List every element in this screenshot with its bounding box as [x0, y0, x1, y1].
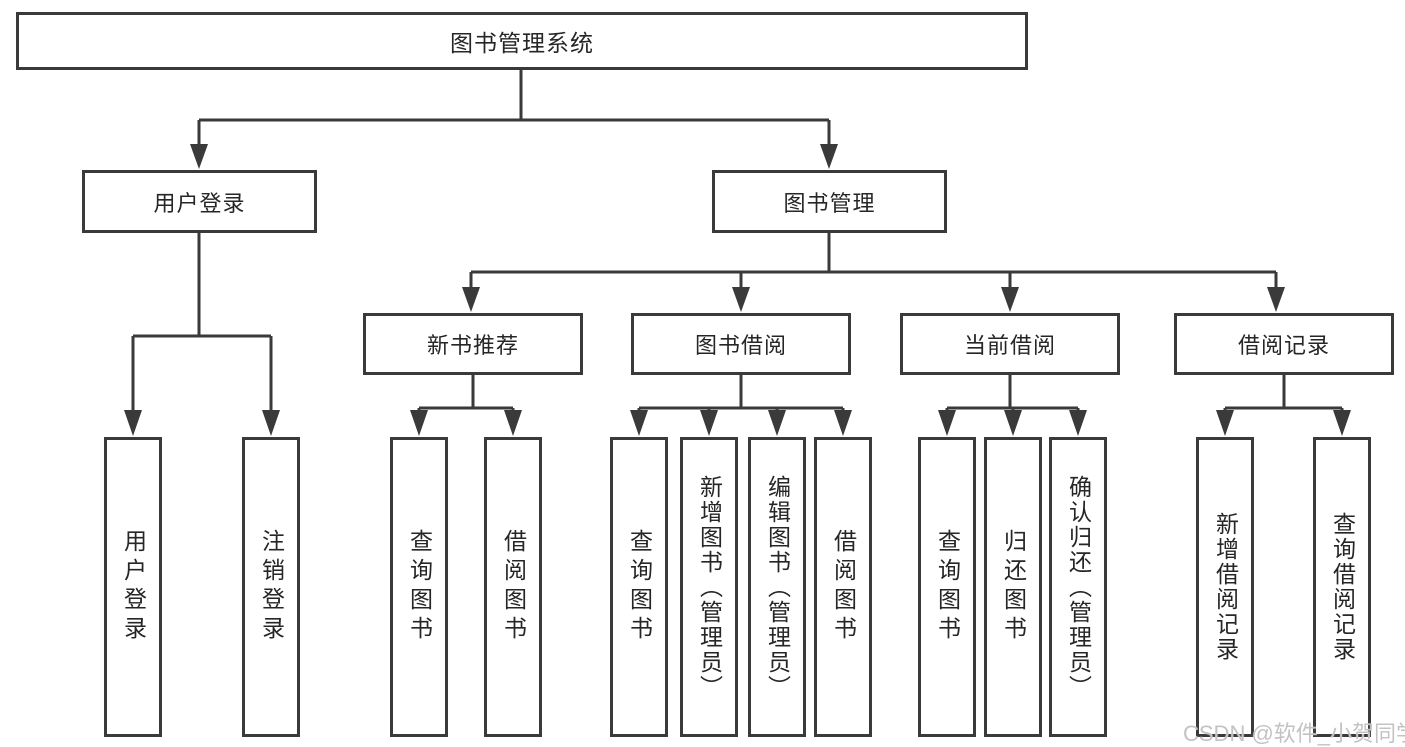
leaf-return-books: 归还图书 — [984, 437, 1042, 737]
node-new-book-recommend: 新书推荐 — [363, 313, 583, 375]
node-user-login-label: 用户登录 — [153, 190, 246, 216]
node-borrow-records: 借阅记录 — [1174, 313, 1394, 375]
node-user-login: 用户登录 — [82, 170, 317, 233]
node-borrow-records-label: 借阅记录 — [1237, 333, 1330, 358]
node-new-book-recommend-label: 新书推荐 — [426, 333, 519, 358]
leaf-borrow-books-recommend: 借阅图书 — [484, 437, 542, 737]
leaf-edit-book-admin: 编辑图书（管理员） — [748, 437, 806, 737]
node-root-label: 图书管理系统 — [450, 30, 594, 56]
node-book-borrow-label: 图书借阅 — [694, 333, 787, 358]
node-book-management: 图书管理 — [712, 170, 947, 233]
csdn-watermark: CSDN @软件_小贺同学 — [1183, 721, 1405, 746]
leaf-logout: 注销登录 — [242, 437, 300, 737]
leaf-add-borrow-record: 新增借阅记录 — [1196, 437, 1254, 737]
leaf-query-books-current: 查询图书 — [918, 437, 976, 737]
leaf-query-books-borrow: 查询图书 — [610, 437, 668, 737]
node-book-borrow: 图书借阅 — [631, 313, 851, 375]
leaf-user-login: 用户登录 — [104, 437, 162, 737]
leaf-borrow-books: 借阅图书 — [814, 437, 872, 737]
node-book-management-label: 图书管理 — [783, 190, 876, 216]
arrow-head-icons — [124, 144, 1351, 436]
node-root-system: 图书管理系统 — [16, 12, 1028, 70]
leaf-query-borrow-record: 查询借阅记录 — [1313, 437, 1371, 737]
leaf-confirm-return-admin: 确认归还（管理员） — [1049, 437, 1107, 737]
leaf-query-books-recommend: 查询图书 — [390, 437, 448, 737]
node-current-borrow: 当前借阅 — [900, 313, 1120, 375]
leaf-add-book-admin: 新增图书（管理员） — [680, 437, 738, 737]
node-current-borrow-label: 当前借阅 — [963, 333, 1056, 358]
